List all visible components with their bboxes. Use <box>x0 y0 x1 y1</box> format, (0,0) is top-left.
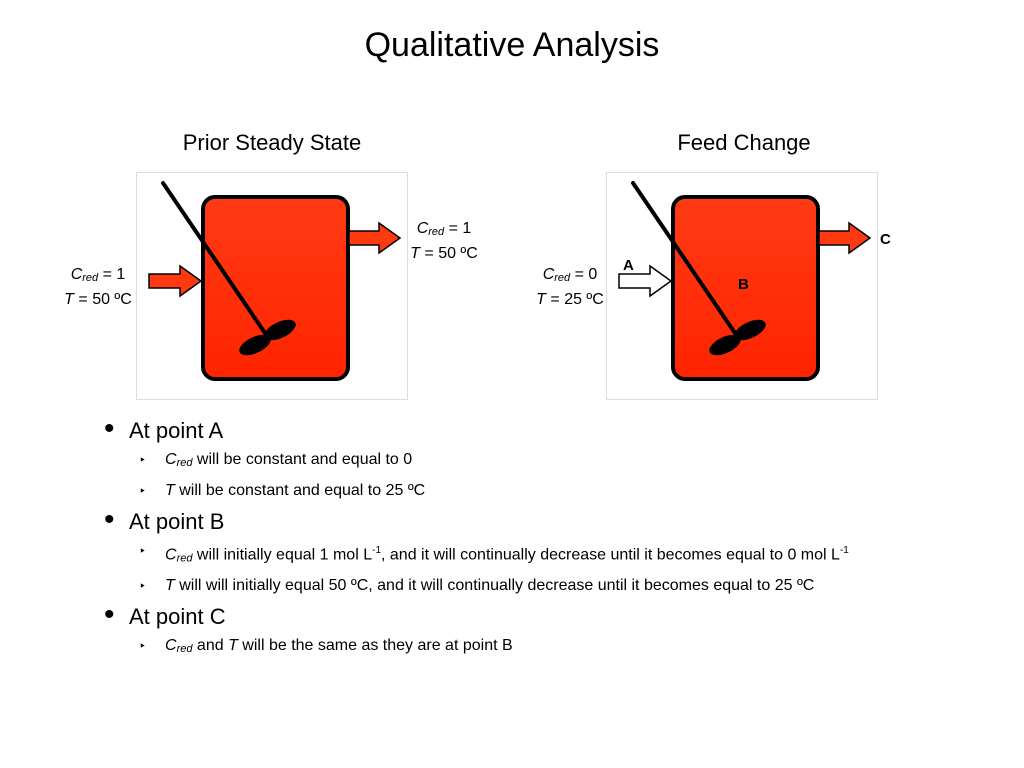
left-inlet-label: Cred = 1 T = 50 ºC <box>64 266 132 308</box>
sub-bullet: Cred will initially equal 1 mol L-1, and… <box>104 541 934 568</box>
inlet-arrow-icon <box>618 264 673 298</box>
outlet-arrow-icon <box>818 221 872 255</box>
right-diagram-heading: Feed Change <box>677 130 811 155</box>
outlet-arrow-icon <box>348 221 402 255</box>
point-c-label: C <box>880 231 891 248</box>
left-diagram-heading: Prior Steady State <box>182 130 362 155</box>
bullet-point-b: At point B <box>104 507 934 535</box>
sub-bullet: Cred and T will be the same as they are … <box>104 636 934 659</box>
reactor-tank <box>201 195 350 381</box>
page-title: Qualitative Analysis <box>364 26 660 64</box>
bullet-list: At point A Cred will be constant and equ… <box>104 416 934 667</box>
stirrer <box>631 181 766 356</box>
left-reactor-diagram <box>136 172 408 400</box>
right-reactor-diagram <box>606 172 878 400</box>
point-b-label: B <box>738 276 749 293</box>
sub-bullet: T will be constant and equal to 25 ºC <box>104 481 934 501</box>
right-inlet-label: Cred = 0 T = 25 ºC <box>536 266 604 308</box>
point-a-label: A <box>623 257 634 274</box>
reactor-tank <box>671 195 820 381</box>
bullet-point-c: At point C <box>104 602 934 630</box>
left-outlet-label: Cred = 1 T = 50 ºC <box>410 220 478 262</box>
inlet-arrow-icon <box>148 264 203 298</box>
bullet-point-a: At point A <box>104 416 934 444</box>
sub-bullet: Cred will be constant and equal to 0 <box>104 450 934 473</box>
sub-bullet: T will will initially equal 50 ºC, and i… <box>104 576 934 596</box>
stirrer <box>161 181 296 356</box>
